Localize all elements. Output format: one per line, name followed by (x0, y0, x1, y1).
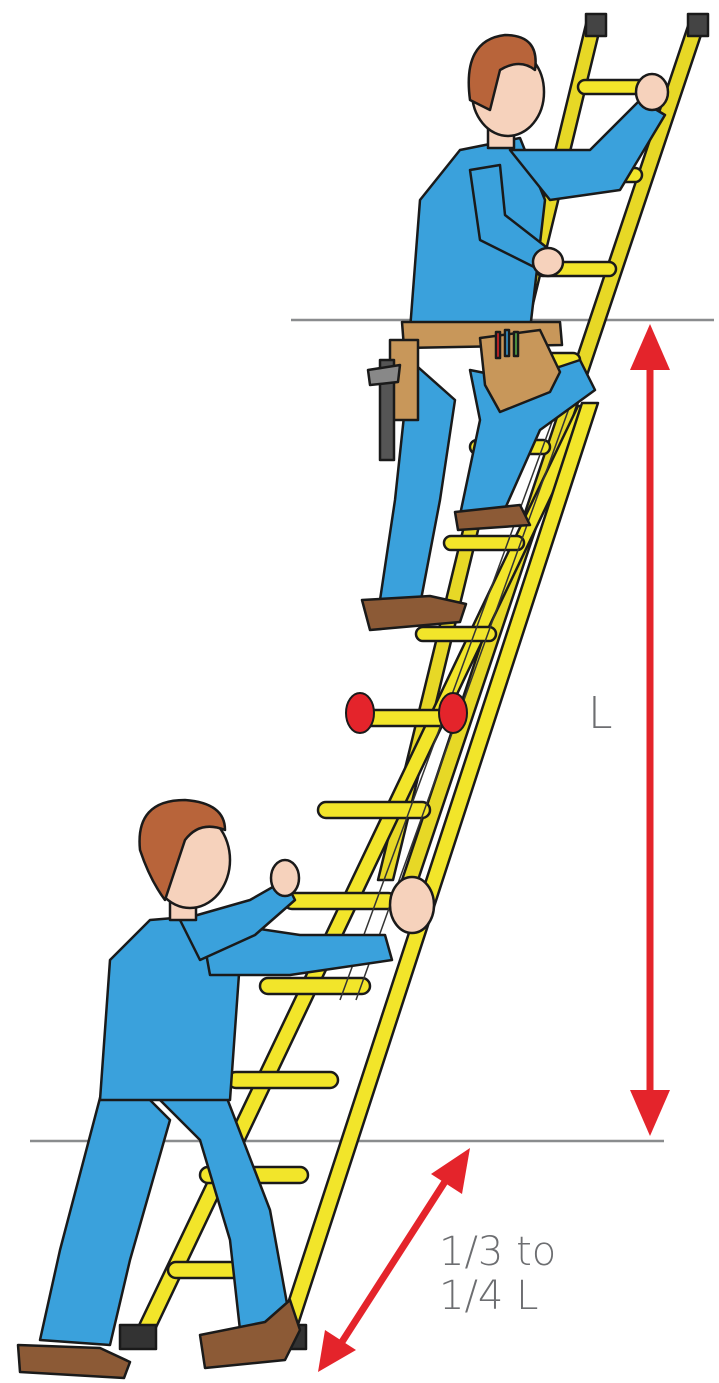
overlap-ratio-label: 1/3 to 1/4 L (439, 1230, 556, 1318)
length-arrow (630, 324, 670, 1136)
hammer-icon (368, 360, 400, 460)
overlap-ratio-line-1: 1/3 to (439, 1230, 556, 1274)
length-label: L (588, 688, 613, 739)
overlap-ratio-line-2: 1/4 L (439, 1274, 556, 1318)
